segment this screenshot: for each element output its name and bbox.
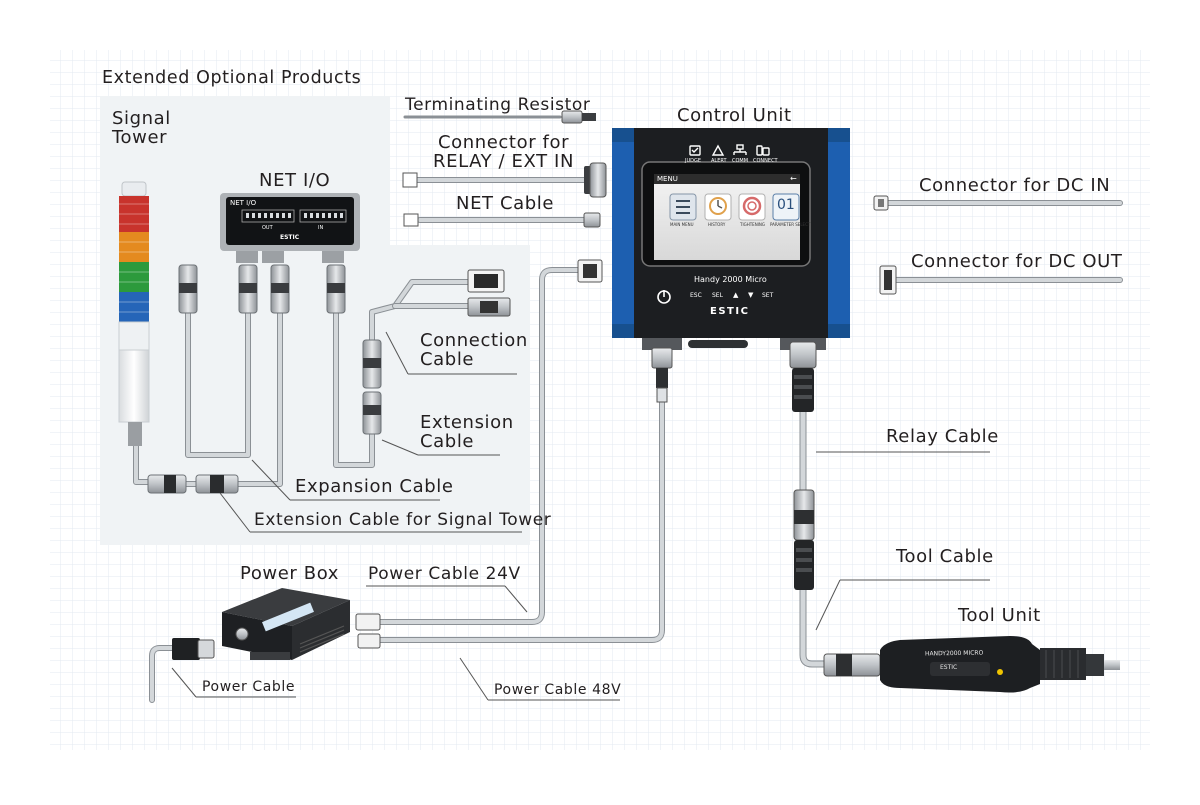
- extension-cable-label-line2: Cable: [420, 430, 475, 452]
- relay-cable-label: Relay Cable: [886, 426, 999, 447]
- screen-header: MENU: [657, 175, 678, 183]
- relay-ext-in-label-line1: Connector for: [437, 132, 570, 153]
- net-cable-label: NET Cable: [456, 193, 555, 214]
- tool-unit-brand-print: ESTIC: [940, 664, 958, 671]
- control-unit-label: Control Unit: [677, 105, 792, 126]
- power-24v-plug-unit-side: [577, 259, 603, 283]
- tool-unit-model-print: HANDY2000 MICRO: [924, 649, 984, 658]
- control-unit-device: [612, 128, 850, 350]
- signal-tower-label-line1: Signal: [112, 108, 171, 129]
- extension-cable-label-line1: Extension: [420, 412, 514, 433]
- optional-products-panel: [100, 96, 530, 545]
- dc-in-connector: [873, 195, 889, 211]
- net-io-panel-title: NET I/O: [230, 199, 257, 207]
- net-io-label: NET I/O: [259, 170, 331, 191]
- expansion-connectors: [178, 264, 346, 314]
- power-cable-48v-label: Power Cable 48V: [494, 682, 622, 698]
- leader-lines: [171, 331, 990, 701]
- dc-out-connector: [879, 265, 897, 295]
- relay-ext-in-label: Connector for RELAY / EXT IN: [433, 132, 575, 172]
- relay-cable-connectors: [793, 489, 815, 590]
- terminating-resistor-label: Terminating Resistor: [405, 95, 591, 115]
- parameter-value: 01: [777, 197, 795, 213]
- screen-button-main-menu[interactable]: MAIN MENU: [670, 222, 694, 227]
- net-io-box: [220, 193, 360, 263]
- key-sel[interactable]: SEL: [712, 292, 723, 299]
- key-up[interactable]: ▲: [733, 291, 739, 299]
- tower-extension-connectors: [147, 474, 239, 494]
- key-set[interactable]: SET: [762, 292, 774, 299]
- net-cable-plugs: [403, 212, 601, 228]
- cables: [133, 115, 1123, 703]
- extension-cable-signal-tower-label: Extension Cable for Signal Tower: [254, 510, 552, 530]
- connection-cable-label-line1: Connection: [420, 330, 528, 351]
- connection-cable-label-line2: Cable: [420, 348, 475, 370]
- tool-unit-device: [823, 636, 1120, 693]
- signal-tower-label: Signal Tower: [112, 108, 171, 148]
- power-cable-24v-label: Power Cable 24V: [368, 564, 521, 584]
- expansion-cable-label: Expansion Cable: [295, 476, 454, 497]
- power-box-device: [222, 588, 350, 660]
- connection-cable-label: Connection Cable: [420, 330, 528, 370]
- model-name: Handy 2000 Micro: [694, 275, 767, 284]
- dc-in-label: Connector for DC IN: [919, 175, 1111, 196]
- power-cable-label: Power Cable: [202, 679, 296, 695]
- screen-button-history[interactable]: HISTORY: [708, 222, 726, 227]
- unit-bottom-connectors: [651, 341, 817, 412]
- net-io-brand: ESTIC: [280, 234, 300, 241]
- status-label-comm: COMM: [732, 158, 749, 164]
- relay-ext-connector: [402, 162, 607, 198]
- net-io-out-label: OUT: [262, 225, 273, 231]
- control-unit-brand: ESTIC: [710, 306, 750, 317]
- signal-tower: [118, 181, 150, 446]
- extension-connection-connectors: [362, 269, 511, 435]
- key-down[interactable]: ▼: [748, 291, 754, 299]
- extension-cable-label: Extension Cable: [420, 412, 514, 452]
- signal-tower-label-line2: Tower: [112, 126, 168, 148]
- relay-ext-in-label-line2: RELAY / EXT IN: [433, 150, 575, 172]
- tool-cable-label: Tool Cable: [896, 546, 994, 567]
- tool-unit-label: Tool Unit: [958, 605, 1041, 626]
- screen-back-arrow[interactable]: ←: [790, 174, 797, 183]
- key-esc[interactable]: ESC: [690, 292, 702, 299]
- net-io-in-label: IN: [318, 225, 324, 231]
- status-label-alert: ALERT: [711, 158, 727, 164]
- screen-button-tightening[interactable]: TIGHTENING: [740, 222, 765, 227]
- power-box-plugs: [172, 613, 381, 660]
- status-label-judge: JUDGE: [685, 158, 702, 164]
- power-box-label: Power Box: [240, 563, 340, 584]
- screen-button-parameter-select[interactable]: PARAMETER SELECT: [770, 222, 811, 227]
- dc-out-label: Connector for DC OUT: [911, 251, 1123, 272]
- section-title: Extended Optional Products: [102, 68, 362, 88]
- status-label-connect: CONNECT: [753, 158, 778, 164]
- terminating-resistor-plug: [561, 110, 596, 124]
